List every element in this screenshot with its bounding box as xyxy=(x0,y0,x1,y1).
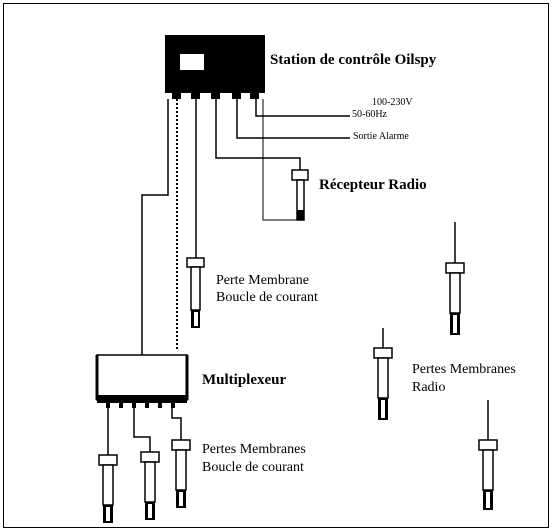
multiplexer-ports xyxy=(106,403,175,408)
radio-probe-bottom-body xyxy=(482,449,494,491)
radio-probe-bottom-tip xyxy=(486,492,490,508)
loop-probe-3-tip xyxy=(179,492,183,506)
loop-probe-main xyxy=(186,257,205,328)
probe-loop-label-line1: Perte Membrane xyxy=(216,273,309,288)
mux-port xyxy=(145,403,149,408)
loop-probes-label-line1: Pertes Membranes xyxy=(202,442,306,457)
multiplexer-bottom-strip xyxy=(97,395,187,403)
station-label: Station de contrôle Oilspy xyxy=(270,52,437,68)
radio-receiver-label: Récepteur Radio xyxy=(319,177,427,193)
multiplexer-box xyxy=(95,354,189,408)
mux-cable-3 xyxy=(171,408,182,440)
mux-port xyxy=(119,403,123,408)
radio-probe-bottom xyxy=(478,400,498,510)
station-connector-2 xyxy=(191,93,200,99)
outer-border xyxy=(3,3,549,528)
loop-probe-3-body xyxy=(175,449,187,491)
multiplexer-body xyxy=(96,354,188,401)
loop-probe-main-cap xyxy=(186,257,205,268)
station-connector-5 xyxy=(250,93,259,99)
station-connector-1 xyxy=(172,93,181,99)
loop-probes-label-line2: Boucle de courant xyxy=(202,460,304,475)
radio-receiver-cable xyxy=(215,99,301,170)
probe-loop-label-line2: Boucle de courant xyxy=(216,290,318,305)
loop-probe-1-tip xyxy=(106,507,110,521)
radio-receiver-return xyxy=(262,99,297,221)
radio-probe-mid xyxy=(373,328,393,420)
loop-probe-main-body xyxy=(190,266,201,311)
radio-probe-mid-tip xyxy=(381,400,385,418)
radio-probe-mid-cap xyxy=(373,347,393,359)
control-station-display xyxy=(180,54,204,70)
power-cable xyxy=(255,99,350,117)
power-label-line1: 100-230V xyxy=(372,97,413,108)
mux-port xyxy=(132,403,136,408)
mux-port xyxy=(171,403,175,408)
loop-probe-main-tip xyxy=(194,312,198,326)
station-connector-4 xyxy=(232,93,241,99)
multiplexer-label: Multiplexeur xyxy=(202,372,287,388)
loop-probe-2-tip xyxy=(148,504,152,518)
radio-probe-bottom-cap xyxy=(478,439,498,451)
mux-port xyxy=(158,403,162,408)
alarm-cable xyxy=(236,99,350,139)
loop-probe-1-cap xyxy=(98,454,118,466)
radio-probe-top-body xyxy=(449,272,461,314)
radio-probe-top-cap xyxy=(445,262,465,274)
radio-receiver-device xyxy=(291,169,309,221)
control-station xyxy=(165,35,265,99)
loop-probe-3-cap xyxy=(171,439,191,451)
radio-probe-top-tip xyxy=(453,315,457,333)
radio-probes-label-line1: Pertes Membranes xyxy=(412,362,516,377)
multiplexer-cable xyxy=(141,99,169,355)
loop-probe-3 xyxy=(171,439,191,508)
radio-probes-label-line2: Radio xyxy=(412,380,446,395)
station-connector-3 xyxy=(211,93,220,99)
alarm-output-label: Sortie Alarme xyxy=(353,131,409,142)
loop-probe-1 xyxy=(98,454,118,523)
radio-probe-mid-body xyxy=(377,357,389,399)
loop-probe-2 xyxy=(140,451,160,520)
loop-probe-2-body xyxy=(144,461,156,503)
mux-cable-2 xyxy=(133,408,151,452)
power-label-line2: 50-60Hz xyxy=(352,109,387,120)
loop-probe-2-cap xyxy=(140,451,160,463)
loop-probe-1-body xyxy=(102,464,114,506)
mux-port xyxy=(106,403,110,408)
radio-receiver-cap xyxy=(291,169,309,181)
radio-receiver-foot xyxy=(297,210,304,220)
radio-probe-top xyxy=(445,222,465,335)
